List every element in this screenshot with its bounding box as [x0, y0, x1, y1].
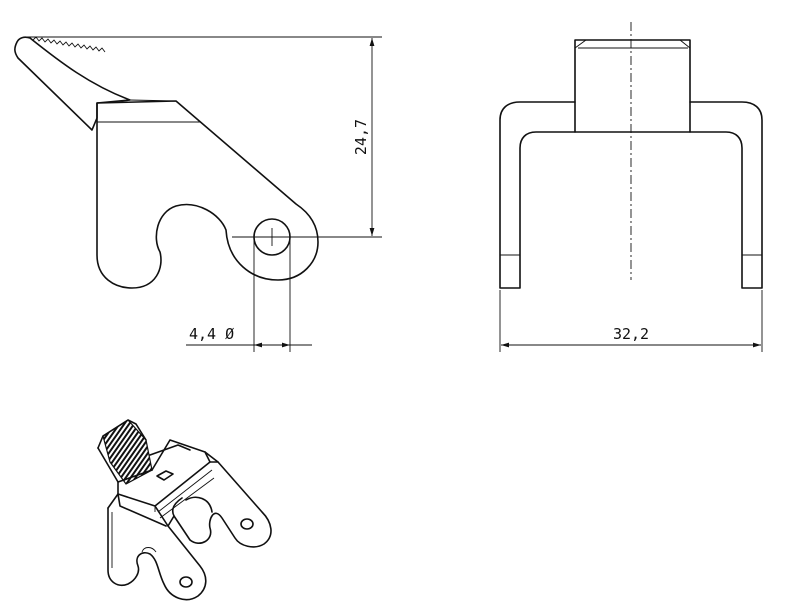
- diameter-dimension-label: 4,4 Ø: [189, 325, 234, 343]
- iso-lever-knurl: [102, 419, 153, 485]
- lever-tab: [14, 36, 131, 131]
- side-view: [14, 36, 319, 289]
- isometric-view: [97, 419, 272, 601]
- width-dimension-label: 32,2: [613, 325, 649, 343]
- iso-front-hole: [179, 576, 193, 588]
- front-view: [499, 22, 763, 289]
- iso-front-plate: [107, 505, 207, 601]
- dimension-height: 24,7: [24, 36, 382, 238]
- dimension-diameter: 4,4 Ø: [186, 237, 312, 352]
- front-view-outline: [499, 39, 763, 289]
- side-view-outline: [96, 100, 319, 289]
- height-dimension-label: 24,7: [352, 119, 370, 155]
- dimension-width: 32,2: [499, 290, 763, 352]
- lever-knurl: [32, 36, 106, 53]
